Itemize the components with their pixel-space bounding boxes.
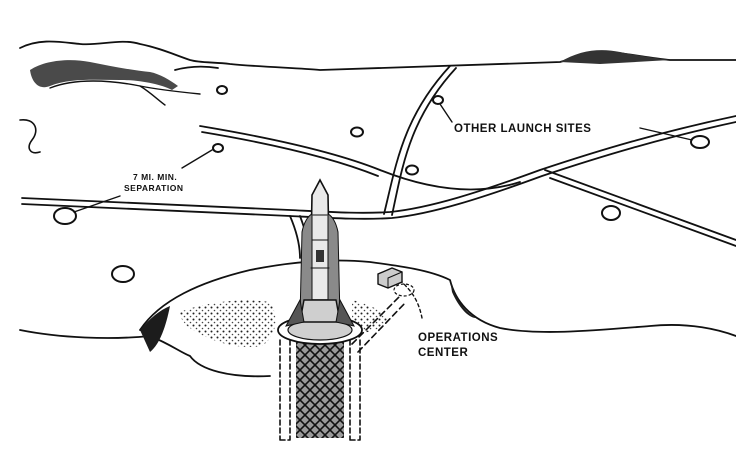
label-operations-line1: OPERATIONS [418,332,498,344]
label-operations-line2: CENTER [418,347,468,359]
label-separation-line2: SEPARATION [124,183,183,193]
launch-pad-7 [601,205,621,221]
label-other-launch-sites: OTHER LAUNCH SITES [454,123,591,135]
launch-silo [277,315,363,441]
rocket [285,178,355,327]
launch-pad-1 [216,85,228,95]
launch-pads [53,85,710,283]
road-network [21,65,736,259]
launch-pad-9 [690,135,710,149]
shore-shadow-right [450,280,476,318]
stippled-ground-2 [352,300,390,333]
leader-separation-top [181,149,213,169]
launch-pad-2 [432,95,444,105]
right-ridge [560,50,670,64]
leader-separation-bottom [73,195,121,213]
shore-shadow-left [140,306,170,352]
launch-pad-3 [350,126,364,138]
leader-other-sites-1 [439,103,453,123]
island-lower-edge [19,329,271,378]
launch-pad-8 [111,265,135,283]
island-shoreline [139,259,736,337]
access-tunnel [351,295,407,353]
launch-pad-6 [53,207,77,225]
left-shoreline [19,119,41,154]
left-ridge [30,60,178,90]
stippled-ground [180,300,276,348]
leader-other-sites-2 [639,127,693,141]
launch-pad-5 [405,164,419,176]
operations-center [377,267,415,297]
label-separation-line1: 7 MI. MIN. [133,172,177,182]
launch-pad-4 [212,143,224,153]
